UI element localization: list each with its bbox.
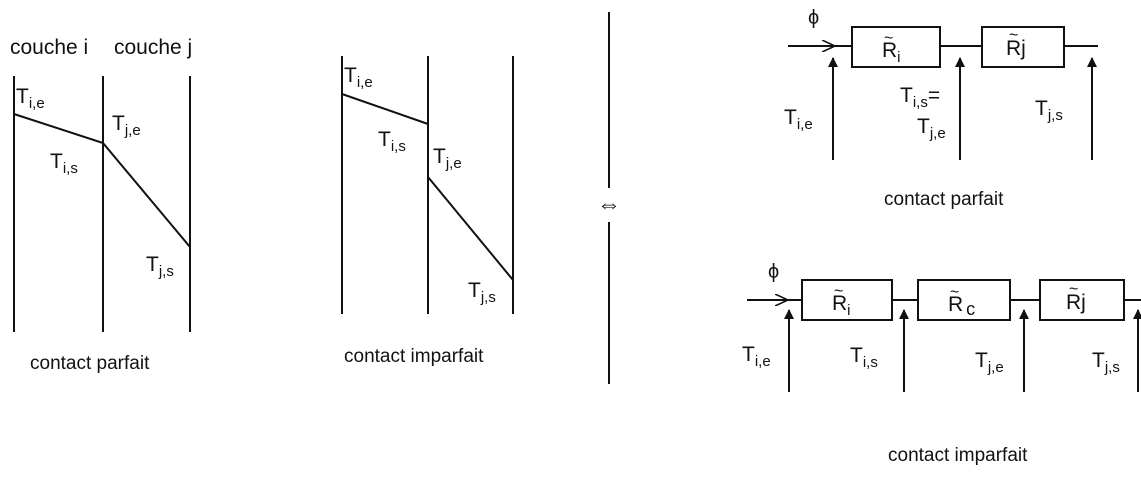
tilde-mark: ~ bbox=[1069, 281, 1078, 298]
label-T-je: Tj,e bbox=[917, 115, 946, 142]
tilde-mark: ~ bbox=[884, 30, 893, 47]
equivalence-symbol: ⇔ bbox=[597, 191, 621, 218]
resistor-Ri bbox=[851, 26, 941, 68]
caption-imperfect: contact imparfait bbox=[888, 445, 1028, 466]
label-T-ie: Ti,e bbox=[16, 85, 45, 112]
label-T-je: Tj,e bbox=[975, 349, 1004, 376]
label-Ri: Ri bbox=[882, 39, 901, 66]
imperfect-contact-profile: Ti,e Ti,s Tj,e Tj,s contact imparfait bbox=[341, 56, 514, 367]
perfect-contact-profile: couche i couche j Ti,e Ti,s Tj,e Tj,s co… bbox=[10, 36, 192, 374]
caption-imperfect: contact imparfait bbox=[344, 346, 484, 367]
label-Rj: Rj bbox=[1066, 291, 1086, 314]
label-T-js: Tj,s bbox=[1035, 97, 1063, 124]
tilde-mark: ~ bbox=[1009, 27, 1018, 44]
layer-i-label: couche i bbox=[10, 36, 88, 59]
label-T-is: Ti,s bbox=[850, 344, 878, 371]
tilde-mark: ~ bbox=[950, 284, 959, 301]
layer-j-label: couche j bbox=[114, 36, 192, 59]
label-T-is: Ti,s bbox=[50, 150, 78, 177]
label-T-ie: Ti,e bbox=[784, 106, 813, 133]
resistor-Rc bbox=[917, 279, 1011, 321]
label-T-is: Ti,s bbox=[378, 128, 406, 155]
tilde-mark: ~ bbox=[834, 283, 843, 300]
label-T-ie: Ti,e bbox=[742, 343, 771, 370]
label-T-js: Tj,s bbox=[1092, 349, 1120, 376]
label-T-je: Tj,e bbox=[112, 112, 141, 139]
temperature-profile-layer-j bbox=[427, 176, 514, 281]
flux-symbol: ϕ bbox=[768, 261, 779, 283]
temperature-profile-layer-i bbox=[341, 93, 429, 125]
label-T-ie: Ti,e bbox=[344, 64, 373, 91]
resistor-Rj bbox=[981, 26, 1065, 68]
label-T-is: Ti,s= bbox=[900, 84, 940, 111]
label-T-js: Tj,s bbox=[468, 279, 496, 306]
resistor-Rj bbox=[1039, 279, 1125, 321]
flux-symbol: ϕ bbox=[808, 7, 819, 29]
label-T-je: Tj,e bbox=[433, 145, 462, 172]
circuit-perfect-contact: ϕ ~ Ri ~ Rj Ti,e Ti,s= Tj,e Tj,s contact… bbox=[784, 7, 1098, 210]
caption-perfect: contact parfait bbox=[884, 189, 1004, 210]
label-Rj: Rj bbox=[1006, 37, 1026, 60]
label-T-js: Tj,s bbox=[146, 253, 174, 280]
caption-perfect: contact parfait bbox=[30, 353, 150, 374]
label-Ri: Ri bbox=[832, 292, 851, 319]
temperature-profile-line bbox=[13, 113, 191, 248]
resistor-Ri bbox=[801, 279, 893, 321]
